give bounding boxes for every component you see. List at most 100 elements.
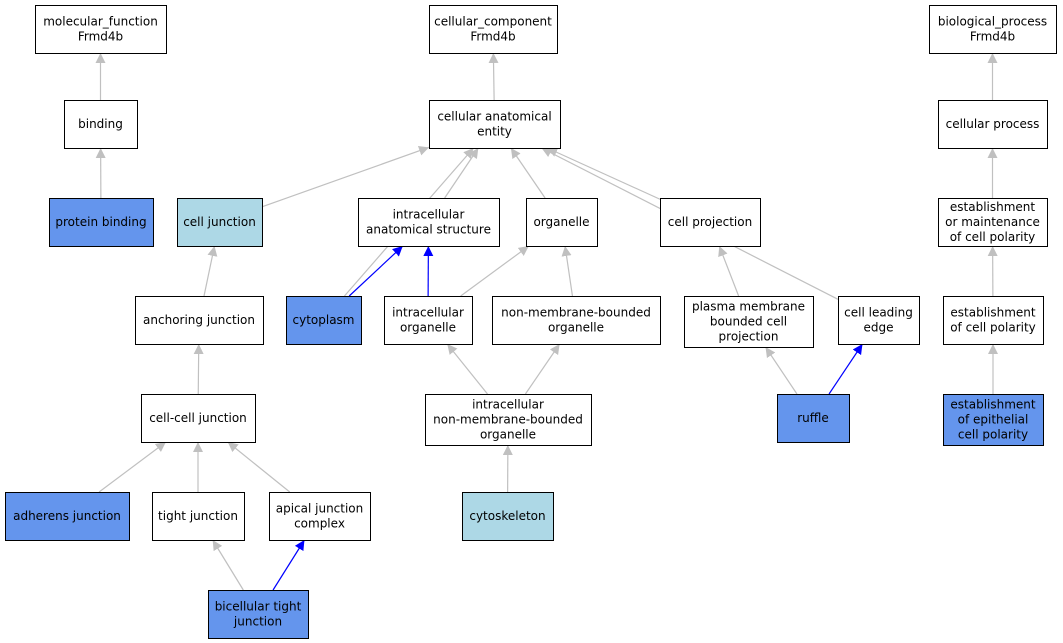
node-label: junction [233,615,282,629]
edge-nmb_org-to-organelle [561,245,574,297]
node-box [943,296,1044,345]
node-label: establishment [950,306,1036,320]
node-binding[interactable]: binding [64,100,138,149]
node-label: Frmd4b [970,30,1015,44]
node-label: cellular_component [434,15,552,29]
node-anchoring[interactable]: anchoring junction [135,296,264,345]
edge-anchoring-to-cell_junction [203,245,218,297]
node-label: ruffle [797,411,829,425]
edge-organelle-to-cae [510,147,546,199]
node-label: cytoplasm [293,313,355,327]
node-cellular-process[interactable]: cellular process [938,100,1048,149]
node-label: organelle [400,321,456,335]
edge-ruffle-to-pm_proj [765,346,798,395]
node-tight[interactable]: tight junction [152,492,245,541]
node-label: plasma membrane [692,300,805,314]
node-label: binding [78,117,123,131]
edge-apical-to-cc_junction [227,441,291,493]
node-label: of cell polarity [950,321,1036,335]
node-box [929,5,1057,54]
node-box [152,492,245,541]
edge-ruffle-to-leading_edge [828,343,863,395]
node-organelle[interactable]: organelle [526,198,598,247]
node-label: bicellular tight [215,600,302,614]
node-ic-nmb[interactable]: intracellularnon-membrane-boundedorganel… [425,394,592,446]
node-label: non-membrane-bounded [501,306,651,320]
node-label: cell junction [183,215,256,229]
edge-cell_junction-to-cae [261,145,430,208]
node-box [938,100,1048,149]
node-protein-binding[interactable]: protein binding [49,198,154,247]
node-cytoskeleton[interactable]: cytoskeleton [462,492,554,541]
node-label: apical junction [276,502,364,516]
edge-cytoplasm-to-ias [348,245,404,297]
node-label: cellular anatomical [437,110,551,124]
node-box [425,394,592,446]
node-label: anatomical structure [366,223,491,237]
node-label: anchoring junction [143,313,255,327]
node-label: cell projection [668,215,752,229]
node-label: biological_process [938,15,1047,29]
node-box [141,394,256,443]
node-box [135,296,264,345]
node-label: entity [477,125,512,139]
node-cc-junction[interactable]: cell-cell junction [141,394,256,443]
node-adherens[interactable]: adherens junction [5,492,130,541]
node-label: projection [719,330,779,344]
edge-ic_nmb-to-nmb_org [524,343,561,395]
node-cell-junction[interactable]: cell junction [177,198,263,247]
node-label: or maintenance [945,215,1040,229]
node-box [943,394,1044,446]
node-box [526,198,598,247]
node-label: adherens junction [13,509,121,523]
edge-pm_proj-to-cell_projection [718,245,740,297]
node-label: organelle [480,428,536,442]
node-box [5,492,130,541]
node-box [660,198,761,247]
node-ruffle[interactable]: ruffle [777,394,850,443]
node-label: protein binding [55,215,146,229]
edge-ias-to-cae [444,147,479,199]
node-label: tight junction [158,509,238,523]
node-label: complex [294,517,345,531]
node-box [429,100,561,149]
node-box [35,5,167,54]
node-label: Frmd4b [78,30,123,44]
node-box [49,198,154,247]
node-label: bounded cell [710,315,787,329]
node-cytoplasm[interactable]: cytoplasm [286,296,362,345]
edge-adherens-to-cc_junction [98,441,167,493]
node-label: cytoskeleton [469,509,545,523]
node-label: of epithelial [958,413,1029,427]
node-label: cell leading [844,306,913,320]
node-label: establishment [950,398,1036,412]
node-box [177,198,263,247]
edge-cell_projection-to-cae [547,147,661,200]
node-box [269,492,371,541]
node-label: intracellular [392,306,464,320]
node-label: organelle [533,215,589,229]
node-box [358,198,500,247]
node-box [462,492,554,541]
node-label: Frmd4b [470,30,515,44]
edge-bicellular-to-tight [212,539,244,591]
node-label: of cell polarity [950,230,1036,244]
edge-cae-to-cc_root [488,52,499,101]
node-box [384,296,473,345]
node-cell-projection[interactable]: cell projection [660,198,761,247]
